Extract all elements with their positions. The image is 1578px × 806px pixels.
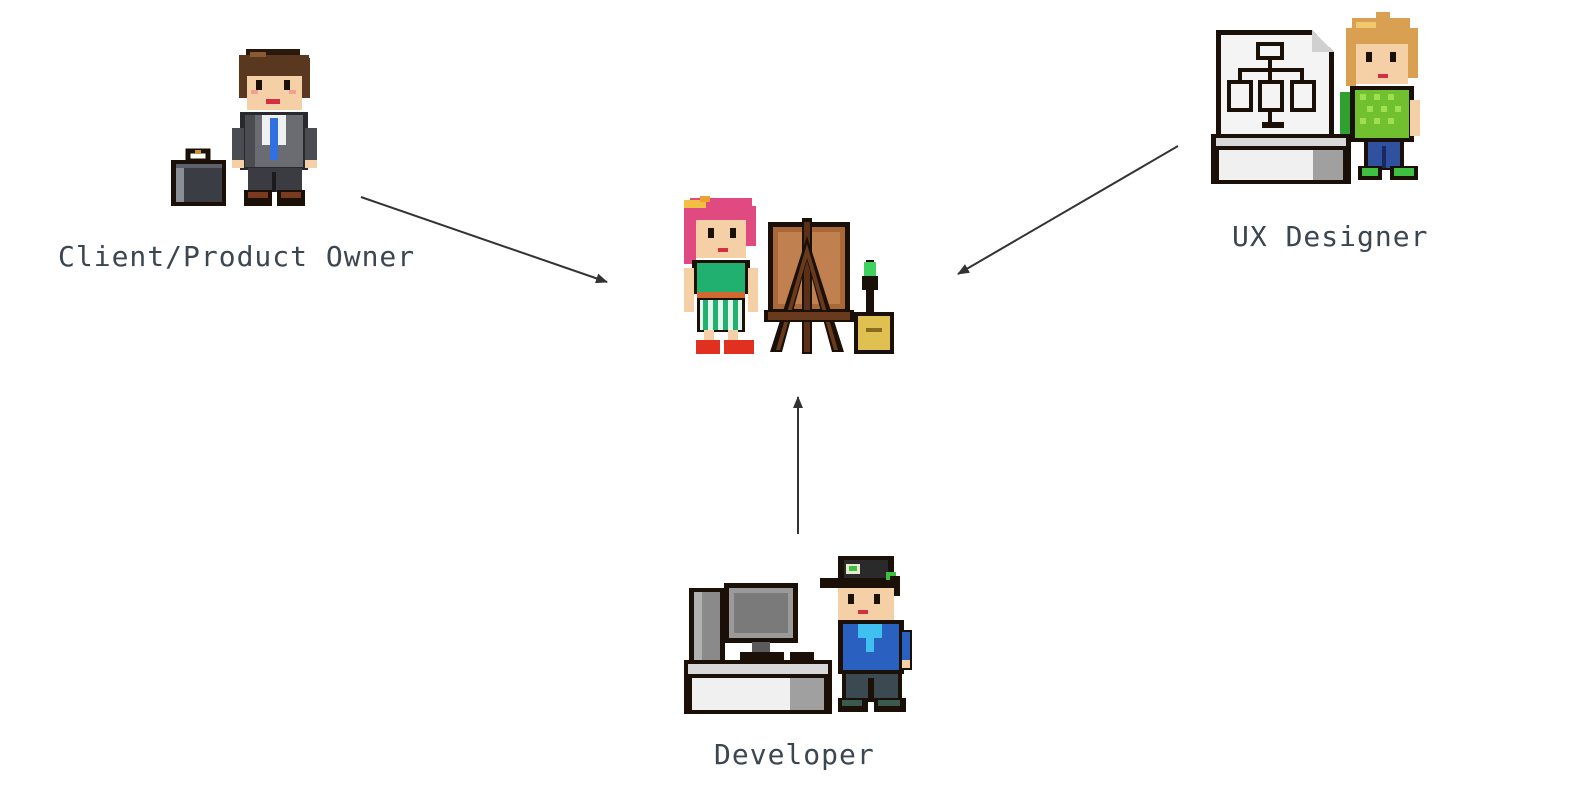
desk-icon (684, 660, 832, 714)
flowchart-board-icon (1211, 30, 1351, 184)
paint-bucket-icon (854, 260, 894, 354)
briefcase-icon (171, 148, 226, 206)
designer-figure (1340, 12, 1420, 180)
artist-at-easel-icon (684, 196, 894, 354)
developer-label: Developer (714, 738, 875, 771)
designer-with-flowchart-board-icon (1211, 12, 1420, 184)
businessman-figure (232, 49, 317, 206)
artist-girl-figure (684, 196, 758, 354)
developer-figure (820, 556, 912, 712)
edges (360, 145, 1179, 534)
computer-tower-icon (689, 588, 725, 664)
arrow-ux-to-center (957, 145, 1179, 275)
ux-designer-label: UX Designer (1232, 220, 1429, 253)
businessman-with-briefcase-icon (171, 49, 317, 206)
computer-monitor-icon (724, 583, 814, 662)
easel-icon (764, 218, 854, 354)
arrow-client-to-center (360, 196, 608, 284)
programmer-at-computer-desk-icon (684, 556, 912, 714)
client-product-owner-label: Client/Product Owner (58, 240, 416, 273)
